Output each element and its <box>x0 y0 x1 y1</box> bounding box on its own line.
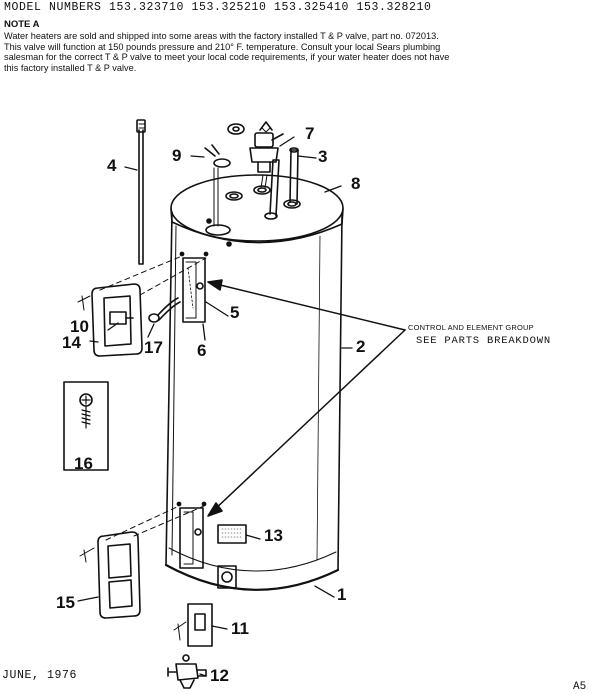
note-line: This valve will function at 150 pounds p… <box>4 41 441 52</box>
note-title: NOTE A <box>4 19 40 30</box>
group-arrows <box>211 282 406 513</box>
callout-3: 3 <box>318 147 328 166</box>
insulation-pad <box>217 524 247 544</box>
arrow-head-upper <box>207 279 223 291</box>
washer <box>227 123 245 135</box>
callout-10: 10 <box>70 317 89 336</box>
callout-14: 14 <box>62 333 81 352</box>
lower-access-cover <box>79 531 141 619</box>
dashed-leaders <box>99 255 207 541</box>
note-line: Water heaters are sold and shipped into … <box>4 31 439 41</box>
callout-2: 2 <box>356 337 366 356</box>
footer-date: JUNE, 1976 <box>2 669 78 682</box>
header: MODEL NUMBERS 153.323710 153.325210 153.… <box>4 1 604 73</box>
top-cover <box>170 174 344 247</box>
screw-box <box>63 381 109 471</box>
callout-13: 13 <box>264 526 283 545</box>
parts-breakdown-label: SEE PARTS BREAKDOWN <box>416 335 551 347</box>
callout-17: 17 <box>144 338 163 357</box>
control-group-label: CONTROL AND ELEMENT GROUP <box>408 323 534 332</box>
anode-assembly <box>204 144 231 227</box>
lower-access-opening <box>176 501 207 569</box>
tp-valve <box>249 121 284 173</box>
callout-12: 12 <box>210 666 229 685</box>
dip-tube <box>136 119 146 265</box>
callout-8: 8 <box>351 174 361 193</box>
drain-cover <box>173 603 213 647</box>
callout-6: 6 <box>197 341 207 360</box>
callout-5: 5 <box>230 303 240 322</box>
upper-access-cover <box>77 283 143 357</box>
callout-4: 4 <box>107 156 117 175</box>
note-line: this factory installed T & P valve. <box>4 62 137 73</box>
callout-9: 9 <box>172 146 182 165</box>
callout-16: 16 <box>74 454 93 473</box>
callout-11: 11 <box>231 619 249 638</box>
upper-access-opening <box>179 251 209 323</box>
note-line: salesman for the correct T & P valve to … <box>4 52 450 63</box>
pipe-nipples <box>260 147 299 217</box>
element-wire <box>148 297 181 323</box>
tank-body <box>164 211 343 591</box>
arrow-head-lower <box>207 502 223 517</box>
callout-1: 1 <box>337 585 347 604</box>
drain-valve <box>167 654 207 689</box>
leader-lines <box>77 136 353 677</box>
page-number: A5 <box>573 681 587 693</box>
callout-7: 7 <box>305 124 315 143</box>
drain-fitting <box>217 565 237 589</box>
callout-15: 15 <box>56 593 75 612</box>
note-body: Water heaters are sold and shipped into … <box>4 31 604 73</box>
model-numbers: MODEL NUMBERS 153.323710 153.325210 153.… <box>4 1 432 14</box>
